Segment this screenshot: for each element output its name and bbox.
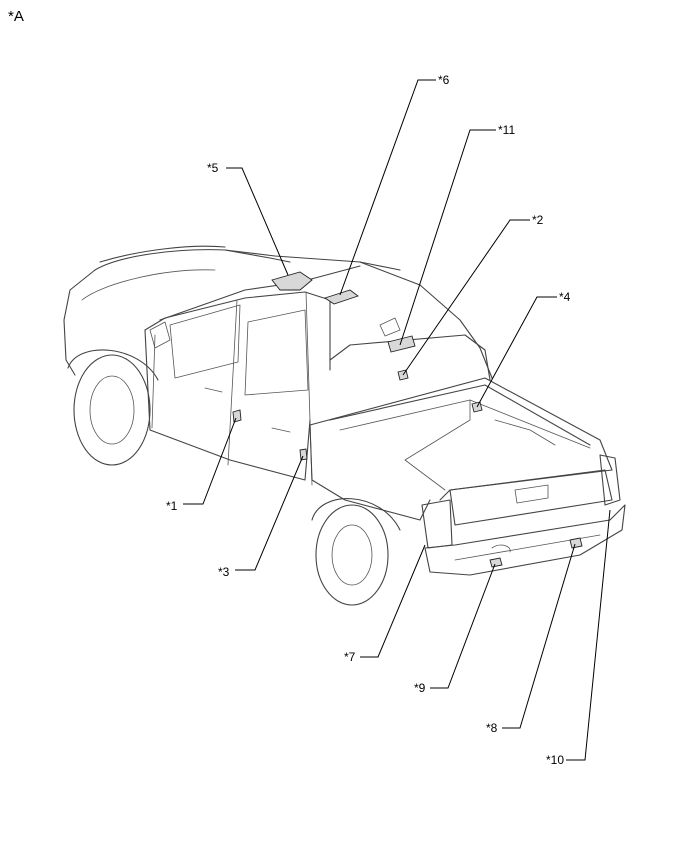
part-3-door-courtesy-switch — [299, 448, 308, 461]
leader-7 — [360, 544, 426, 658]
callout-7: *7 — [344, 650, 356, 664]
callout-3: *3 — [218, 565, 230, 579]
callout-11: *11 — [498, 123, 515, 137]
callout-6: *6 — [438, 73, 450, 87]
callout-8: *8 — [486, 721, 498, 735]
leader-3 — [235, 455, 304, 571]
leader-11 — [399, 129, 496, 346]
leader-2 — [402, 219, 530, 376]
leader-10 — [566, 509, 611, 761]
part-6-room-lamp — [323, 289, 359, 305]
leader-4 — [476, 296, 557, 408]
figure-corner-label: *A — [8, 8, 24, 25]
callout-4: *4 — [559, 290, 571, 304]
leader-5 — [226, 167, 289, 276]
light-parts — [232, 271, 583, 568]
part-11-high-mount-stop-lamp — [387, 335, 416, 353]
callout-5: *5 — [207, 161, 219, 175]
callout-1: *1 — [166, 499, 178, 513]
callout-10: *10 — [546, 753, 564, 767]
leader-8 — [502, 543, 576, 729]
part-5-overhead-console-lamp — [271, 271, 313, 291]
part-9-license-plate-lamp — [489, 557, 503, 568]
leader-9 — [430, 563, 496, 689]
part-8-license-plate-lamp — [569, 537, 583, 549]
callout-2: *2 — [532, 213, 544, 227]
leader-lines — [183, 79, 611, 761]
leader-6 — [339, 79, 436, 296]
callout-labels: *5 *6 *11 *2 *4 *1 *3 *7 *9 *8 *10 — [166, 73, 571, 767]
leader-1 — [183, 417, 237, 505]
part-1-door-courtesy-switch — [232, 409, 242, 423]
truck-illustration — [63, 245, 626, 606]
callout-9: *9 — [414, 681, 426, 695]
